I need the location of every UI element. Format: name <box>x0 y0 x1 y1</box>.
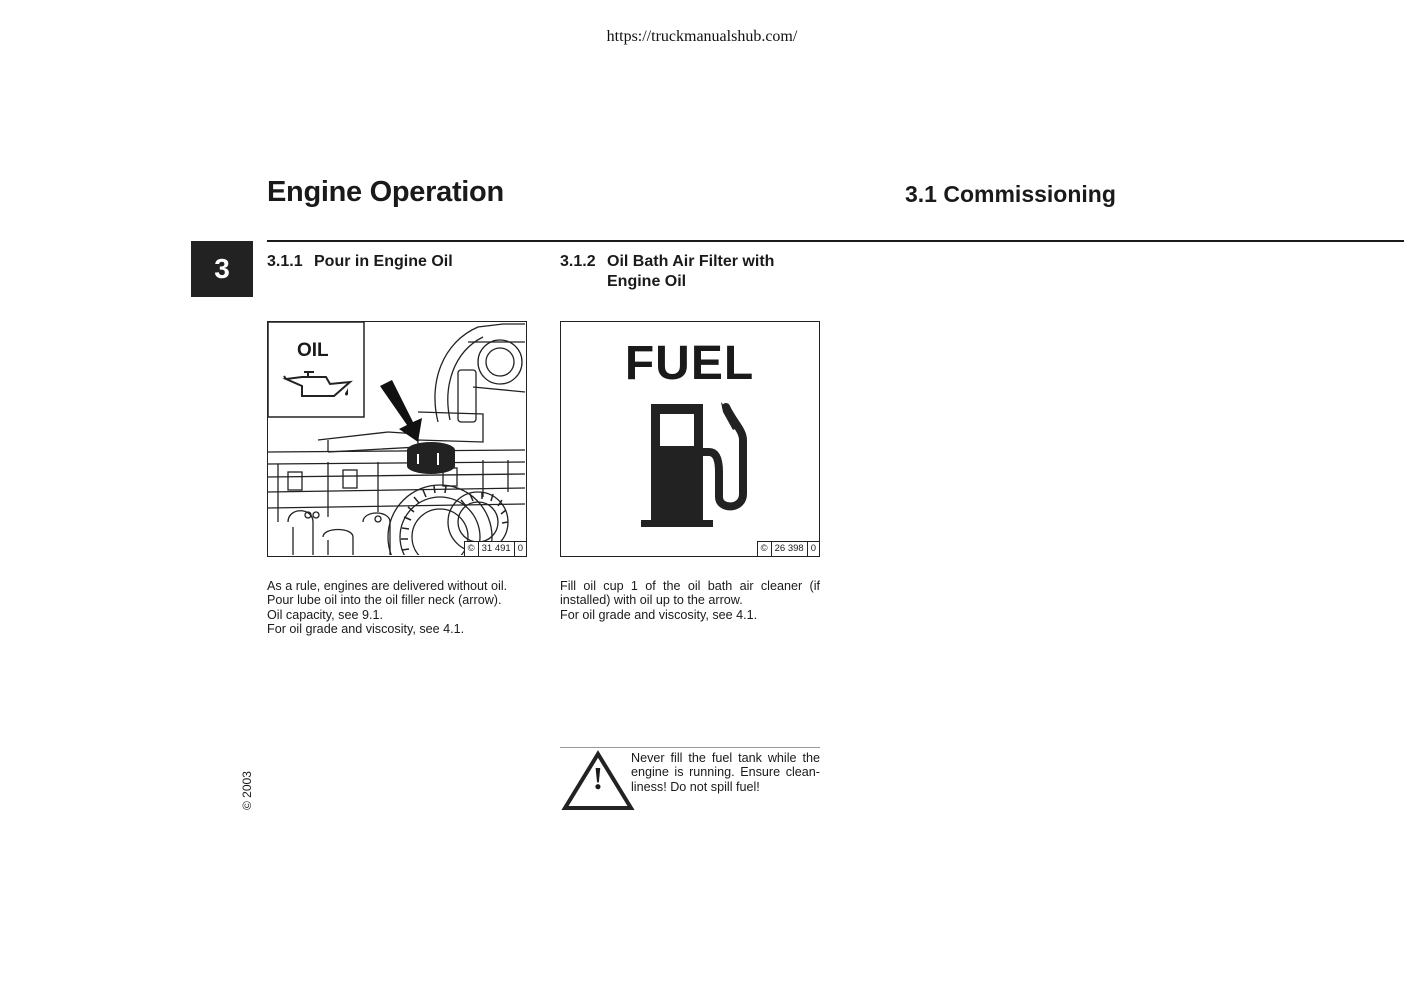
subsection-title: Oil Bath Air Filter with <box>607 253 775 270</box>
subsection-number: 3.1.1 <box>267 253 303 270</box>
subsection-heading-airfilter: 3.1.2 Oil Bath Air Filter with Engine Oil <box>560 252 774 292</box>
copyright: © 2003 <box>240 771 254 810</box>
warning-triangle-icon <box>561 750 635 810</box>
subsection-title-cont: Engine Oil <box>607 273 687 290</box>
figure-id-number: 26 398 <box>772 542 808 556</box>
text-line: Pour lube oil into the oil filler neck (… <box>267 593 502 608</box>
text-line: As a rule, engines are delivered without… <box>267 579 508 593</box>
figure-id-number: 31 491 <box>479 542 515 556</box>
chapter-tab: 3 <box>191 241 253 297</box>
source-url[interactable]: https://truckmanualshub.com/ <box>606 28 798 45</box>
subsection-heading-oil: 3.1.1 Pour in Engine Oil <box>267 252 453 272</box>
figure-id-suffix: 0 <box>517 543 523 554</box>
page-title: Engine Operation <box>267 176 504 208</box>
warning-exclamation: ! <box>592 760 604 796</box>
figure-id: © 31 491 0 <box>463 541 526 556</box>
subsection-number: 3.1.2 <box>560 253 596 270</box>
figure-id-suffix: 0 <box>810 543 816 554</box>
section-title: 3.1 Commissioning <box>905 181 1116 207</box>
engine-drawing <box>268 322 525 555</box>
airfilter-instructions: Fill oil cup 1 of the oil bath air clean… <box>560 579 820 622</box>
text-line: For oil grade and viscosity, see 4.1. <box>267 621 465 636</box>
figure-oil-filler: OIL © 31 491 0 <box>267 321 527 557</box>
figure-id: © 26 398 0 <box>756 541 819 556</box>
warning-text: Never fill the fuel tank while the engin… <box>631 751 820 794</box>
subsection-title: Pour in Engine Oil <box>314 253 453 270</box>
figure-id-copyright: © <box>465 542 479 556</box>
text-line: Fill oil cup 1 of the oil bath air clean… <box>560 579 820 608</box>
figure-id-copyright: © <box>758 542 772 556</box>
fuel-label: FUEL <box>624 337 755 390</box>
text-line: For oil grade and viscosity, see 4.1. <box>560 607 758 622</box>
oil-instructions: As a rule, engines are delivered without… <box>267 579 529 636</box>
figure-fuel-symbol: FUEL © 26 398 0 <box>560 321 820 557</box>
oil-label: OIL <box>297 340 329 361</box>
fuel-pump-icon <box>641 402 747 527</box>
header-rule <box>267 240 1404 242</box>
text-line: Oil capacity, see 9.1. <box>267 607 383 622</box>
warning-rule <box>560 747 820 748</box>
